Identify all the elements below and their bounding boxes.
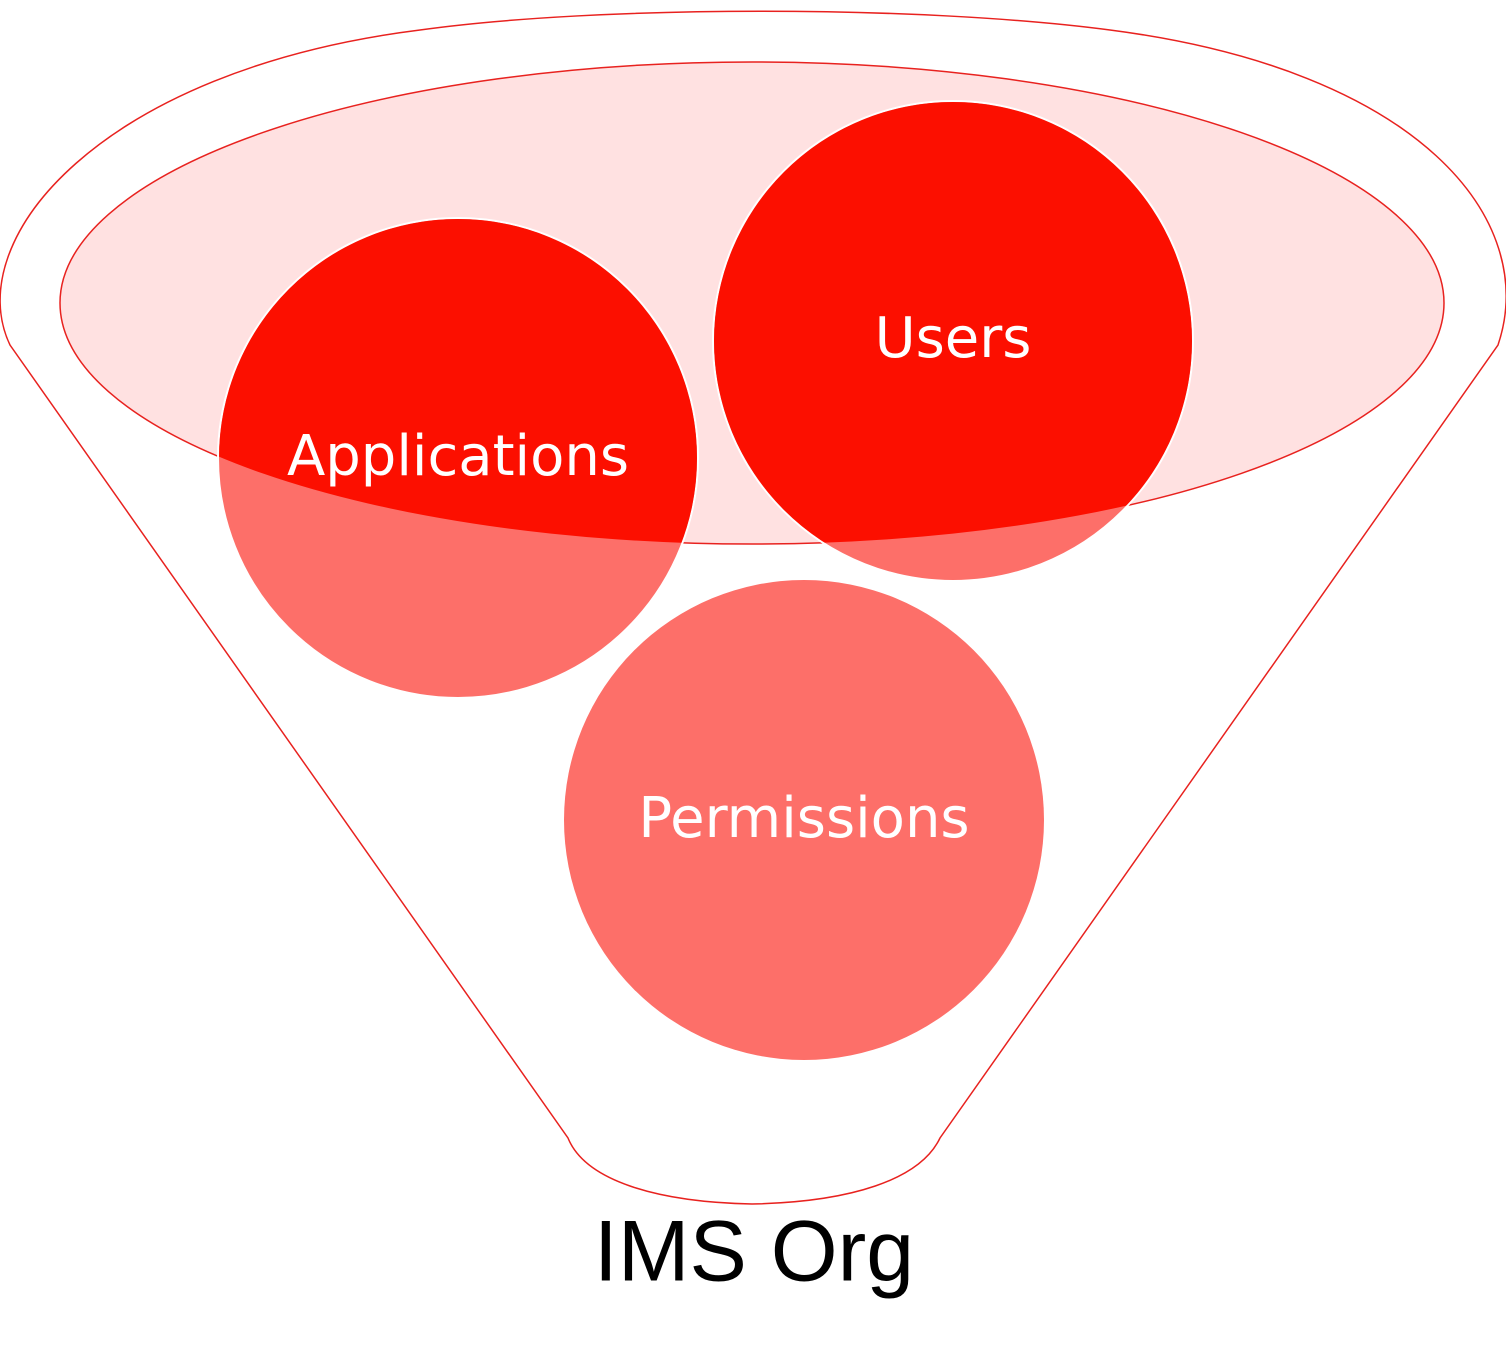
permissions-circle	[564, 580, 1044, 1060]
applications-label: Applications	[287, 424, 629, 489]
funnel-outline	[0, 10, 1506, 1205]
permissions-label: Permissions	[638, 786, 969, 851]
applications-circle	[217, 217, 699, 699]
users-circle	[712, 100, 1194, 582]
diagram-caption: IMS Org	[594, 1204, 914, 1300]
users-label: Users	[875, 306, 1032, 371]
